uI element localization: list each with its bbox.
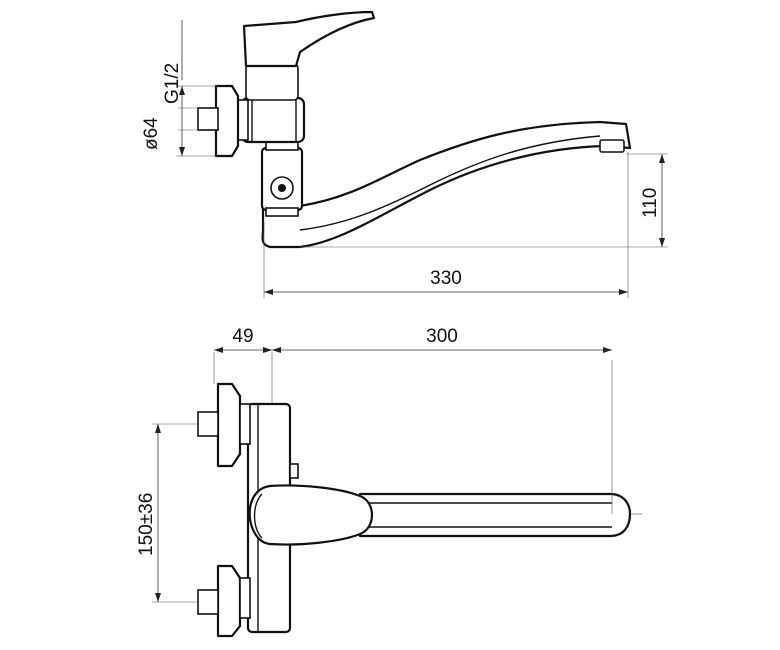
label-diameter: ø64 <box>141 117 162 150</box>
arrow-head <box>179 86 185 95</box>
arrow-head <box>179 147 185 156</box>
arrow-head <box>264 289 273 295</box>
arrow-head <box>263 347 272 353</box>
arrow-head <box>155 593 161 602</box>
top-view: 49 300 150±36 <box>136 326 642 638</box>
top-body-nub <box>289 463 299 479</box>
top-lower-eccentric <box>239 577 251 619</box>
label-length-330: 330 <box>430 268 462 289</box>
side-lever-handle <box>242 10 376 68</box>
side-aerator <box>599 139 625 153</box>
side-spout-inner <box>299 135 601 231</box>
label-height-110: 110 <box>640 188 661 218</box>
top-upper-flange <box>216 382 242 468</box>
label-center-distance: 150±36 <box>136 493 157 556</box>
top-lever-handle <box>248 484 374 546</box>
arrow-head <box>619 289 628 295</box>
top-lower-thread <box>197 589 219 615</box>
arrow-head <box>659 154 665 163</box>
side-cartridge-collar <box>245 63 299 101</box>
arrow-head <box>214 347 223 353</box>
label-thread: G1/2 <box>162 63 183 104</box>
arrow-head <box>603 347 612 353</box>
side-wall-flange <box>214 84 240 158</box>
top-spout <box>358 492 632 538</box>
side-wall-thread <box>197 107 219 131</box>
arrow-head <box>659 238 665 247</box>
side-view: ø64 G1/2 110 330 <box>141 10 668 298</box>
top-upper-thread <box>197 411 219 437</box>
top-lever-edge <box>253 493 263 539</box>
arrow-head <box>272 347 281 353</box>
side-spout <box>261 120 632 249</box>
top-lower-flange <box>216 564 242 638</box>
label-offset-49: 49 <box>232 326 253 347</box>
side-bottom-collar <box>265 207 299 217</box>
side-diverter-center <box>278 184 286 192</box>
top-upper-eccentric <box>239 403 251 445</box>
label-spout-300: 300 <box>426 326 458 347</box>
arrow-head <box>155 424 161 433</box>
